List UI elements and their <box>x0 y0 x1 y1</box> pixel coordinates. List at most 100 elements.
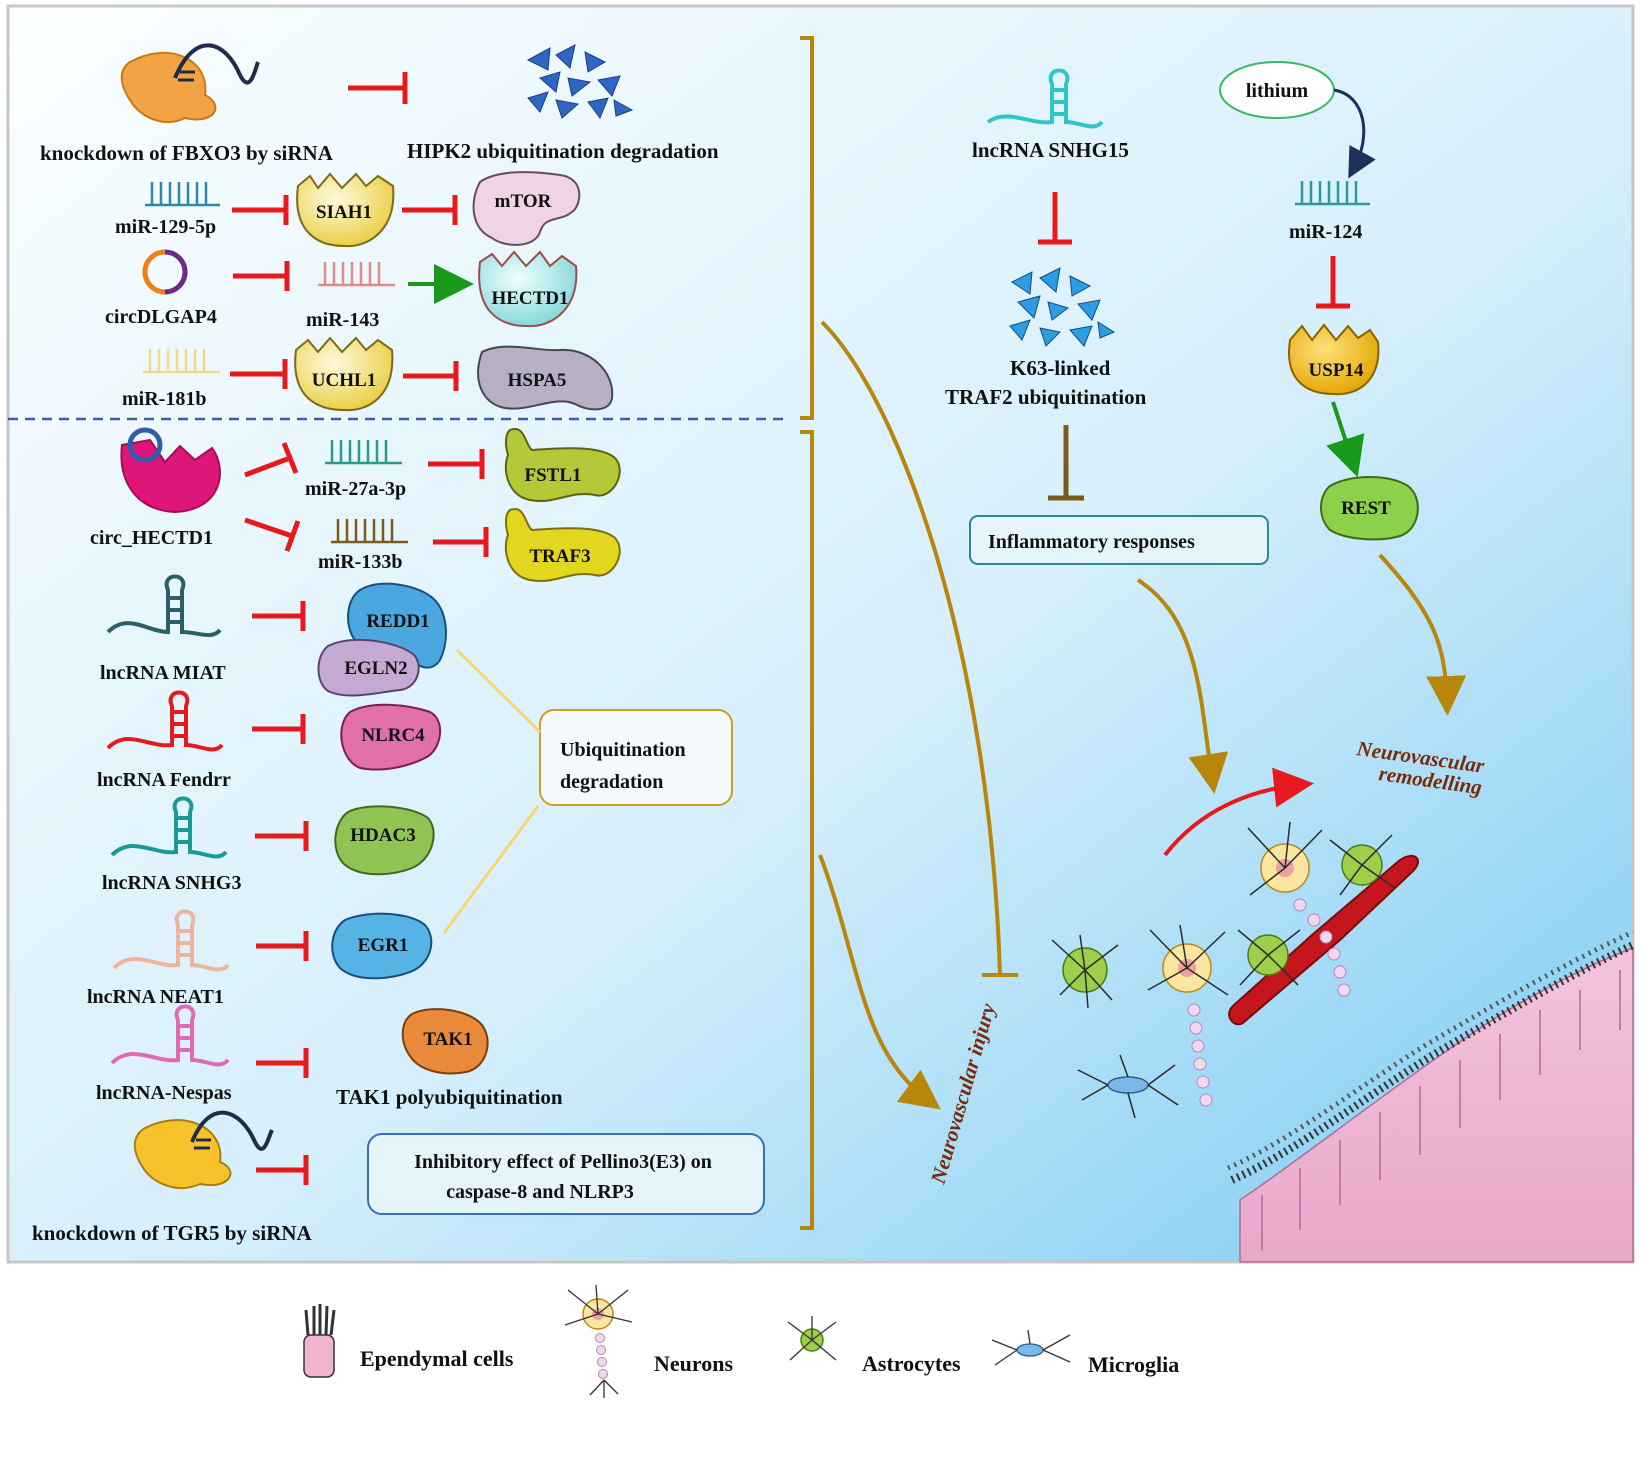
inhibit-arrow <box>244 517 301 552</box>
ependymal-layer <box>1226 929 1635 1263</box>
neurons-legend-label: Neurons <box>654 1351 733 1376</box>
circdlgap4-label: circDLGAP4 <box>105 306 217 328</box>
tak1-poly-label: TAK1 polyubiquitination <box>336 1085 563 1109</box>
hspa5-label: HSPA5 <box>508 370 567 391</box>
inhibit-arrow <box>1038 192 1072 245</box>
traf3-protein <box>504 507 621 582</box>
inhibit-arrow <box>256 1155 309 1185</box>
lncrna-nespas-icon <box>110 1004 230 1067</box>
inhibit-arrow <box>433 527 489 557</box>
ubiq-box <box>539 709 733 806</box>
sirna-fbxo3-icon <box>120 43 260 123</box>
nlrc4-label: NLRC4 <box>361 725 425 746</box>
neuron-legend-icon <box>564 1284 633 1398</box>
mir133b-label: miR-133b <box>318 551 402 573</box>
connector-line <box>442 805 540 934</box>
tgr5-label: knockdown of TGR5 by siRNA <box>32 1221 313 1245</box>
rest-label: REST <box>1341 498 1391 519</box>
inhibit-arrow <box>428 449 485 479</box>
redd1-label: REDD1 <box>366 611 429 632</box>
inhibit-arrow <box>232 195 289 225</box>
mir124-label: miR-124 <box>1289 221 1362 243</box>
ependymal-legend-icon <box>303 1304 336 1378</box>
bracket-top <box>800 36 814 420</box>
ependymal-legend-label: Ependymal cells <box>360 1346 514 1371</box>
lithium-label: lithium <box>1246 80 1309 102</box>
bracket-bottom <box>800 430 814 1230</box>
fendrr-label: lncRNA Fendrr <box>97 769 231 791</box>
snhg15-label: lncRNA SNHG15 <box>972 138 1129 162</box>
inflammatory-label: Inflammatory responses <box>988 531 1195 553</box>
main-panel <box>6 4 1635 1264</box>
miat-label: lncRNA MIAT <box>100 662 226 684</box>
connector-line <box>455 648 542 734</box>
lncrna-snhg15-icon <box>986 68 1104 129</box>
neurovascular-illustration <box>1051 821 1635 1263</box>
inhibit-arrow <box>1316 256 1350 309</box>
promote-arrow <box>1136 578 1229 794</box>
inhibit-arrow <box>348 72 408 104</box>
rest-protein <box>1320 476 1419 541</box>
tak1-protein <box>401 1008 489 1075</box>
mirna-icon <box>331 519 408 544</box>
inhibit-arrow <box>244 442 299 478</box>
lncrna-miat-icon <box>106 574 222 638</box>
hspa5-protein <box>477 345 614 411</box>
circ-hectd1-label: circ_HECTD1 <box>90 527 213 549</box>
redd1-protein <box>347 582 447 669</box>
hectd1-protein <box>478 250 578 328</box>
microglia-legend-label: Microglia <box>1088 1352 1179 1377</box>
inhibit-arrow <box>1048 425 1084 501</box>
inhibit-arrow <box>256 1048 309 1078</box>
uchl1-label: UCHL1 <box>312 370 376 391</box>
ubiquitin-cluster-icon <box>526 44 634 120</box>
microglia-cell <box>1077 1054 1179 1119</box>
traf3-label: TRAF3 <box>529 546 590 567</box>
pellino-line1: Inhibitory effect of Pellino3(E3) on <box>414 1151 712 1173</box>
lncrna-neat1-icon <box>112 909 230 972</box>
mirna-icon <box>318 262 395 287</box>
inhibit-arrow <box>256 931 309 961</box>
legend: Ependymal cells Neurons Astrocytes Micro… <box>303 1284 1179 1398</box>
k63-line2: TRAF2 ubiquitination <box>945 385 1147 409</box>
hdac3-protein <box>334 805 435 876</box>
lncrna-snhg3-icon <box>110 796 228 859</box>
circrna-icon <box>142 249 188 295</box>
astrocytes-legend-label: Astrocytes <box>862 1351 961 1376</box>
snhg3-label: lncRNA SNHG3 <box>102 872 241 894</box>
inhibit-arrow <box>252 601 306 631</box>
microglia-legend-icon <box>991 1329 1071 1366</box>
egr1-label: EGR1 <box>358 935 409 956</box>
hectd1-label: HECTD1 <box>491 288 568 309</box>
egln2-protein <box>317 638 420 697</box>
mirna-icon <box>143 349 220 374</box>
fbxo3-label: knockdown of FBXO3 by siRNA <box>40 141 334 165</box>
mirna-icon <box>325 440 402 465</box>
egr1-protein <box>331 912 433 980</box>
inflammatory-box <box>969 515 1269 565</box>
mir129-label: miR-129-5p <box>115 216 216 238</box>
mtor-label: mTOR <box>495 191 552 212</box>
inhibit-arrow <box>230 359 288 389</box>
hdac3-label: HDAC3 <box>350 825 415 846</box>
activate-arrow <box>1333 88 1376 179</box>
mir181b-label: miR-181b <box>122 388 206 410</box>
uchl1-protein <box>294 336 394 412</box>
ubiq-line2: degradation <box>560 771 663 793</box>
mir27a-label: miR-27a-3p <box>305 478 406 500</box>
inhibit-arrow-injury <box>820 320 1002 976</box>
k63-line1: K63-linked <box>1010 356 1111 380</box>
inhibit-arrow <box>252 714 306 744</box>
promote-arrow-injury <box>818 854 941 1110</box>
astrocyte-legend-icon <box>787 1316 837 1361</box>
inhibit-arrow <box>402 195 458 225</box>
ubiquitin-cluster-icon <box>1009 267 1116 347</box>
sirna-tgr5-icon <box>133 1110 274 1189</box>
usp14-protein <box>1288 323 1380 396</box>
hipk2-label: HIPK2 ubiquitination degradation <box>407 139 719 163</box>
tak1-label: TAK1 <box>423 1029 472 1050</box>
fstl1-protein <box>504 427 621 502</box>
inhibit-arrow <box>255 821 309 851</box>
ubiq-line1: Ubiquitination <box>560 739 686 761</box>
